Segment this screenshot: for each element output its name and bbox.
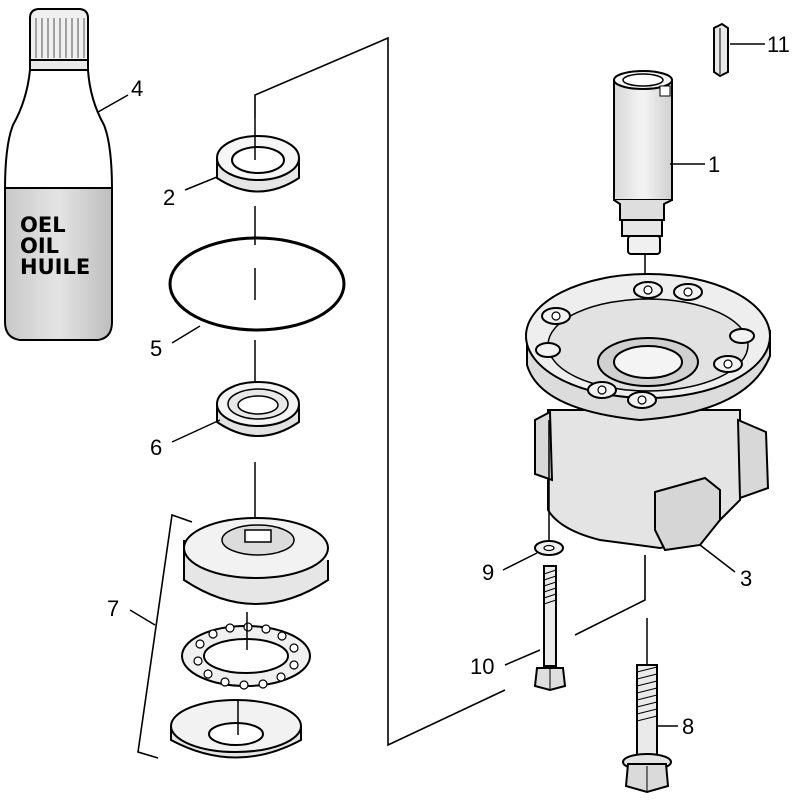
callout-5: 5 <box>150 336 162 361</box>
bottle-label-line-3: HUILE <box>20 255 90 279</box>
leader-lines <box>97 43 765 727</box>
shaft-sleeve <box>613 70 673 372</box>
o-ring <box>168 236 346 390</box>
callout-3: 3 <box>740 566 752 591</box>
callout-7: 7 <box>107 596 119 621</box>
seal-ring <box>216 118 300 245</box>
callout-labels: 1 2 3 4 5 6 7 8 9 10 11 <box>107 32 790 739</box>
callout-9: 9 <box>482 560 494 585</box>
callout-10: 10 <box>470 654 494 679</box>
long-bolt <box>622 618 672 794</box>
callout-8: 8 <box>682 714 694 739</box>
bottle-label-line-2: OIL <box>20 234 59 258</box>
callout-6: 6 <box>150 435 162 460</box>
bottle-label-line-1: OEL <box>20 213 66 237</box>
bottle-cap <box>29 8 89 61</box>
callout-11: 11 <box>767 32 790 57</box>
thrust-bearing-set <box>170 517 329 759</box>
small-washer <box>534 420 564 556</box>
callout-2: 2 <box>163 185 175 210</box>
shaft-key <box>713 22 729 78</box>
callout-4: 4 <box>131 76 143 101</box>
short-bolt <box>533 565 567 692</box>
gear-housing <box>525 273 771 552</box>
ball-bearing <box>216 381 300 525</box>
assembly-frame-lines <box>137 36 646 759</box>
callout-1: 1 <box>708 152 720 177</box>
oil-bottle: OEL OIL HUILE <box>3 8 114 341</box>
